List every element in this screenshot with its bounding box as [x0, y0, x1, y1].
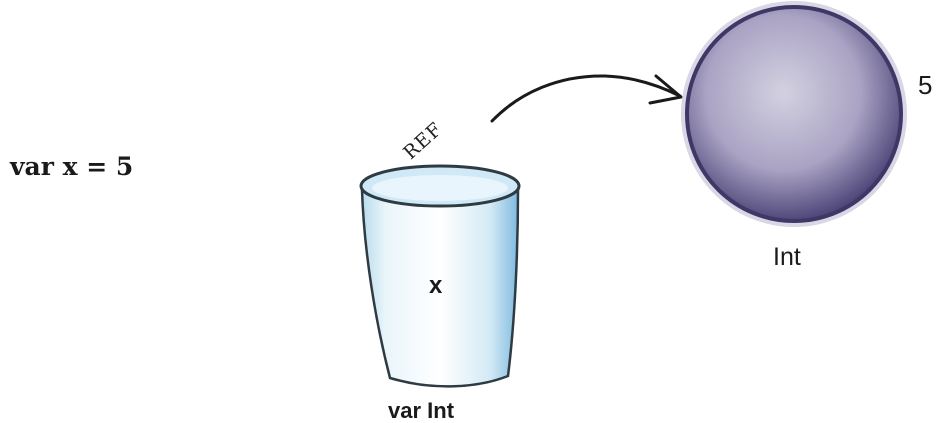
variable-name: x: [429, 272, 443, 299]
object-value: 5: [918, 70, 933, 100]
ball-body: [685, 5, 903, 223]
object-type-label: Int: [773, 243, 801, 271]
int-object-ball: [681, 1, 907, 227]
variable-type-label: var Int: [388, 398, 455, 423]
cup-icon: [359, 164, 521, 388]
arrowhead-icon: [648, 74, 683, 105]
code-statement: var x = 5: [10, 152, 134, 181]
cup-inner: [372, 175, 508, 201]
reference-arrow: [490, 74, 683, 123]
arrow-curve: [490, 74, 682, 123]
cup-body: [360, 188, 520, 388]
